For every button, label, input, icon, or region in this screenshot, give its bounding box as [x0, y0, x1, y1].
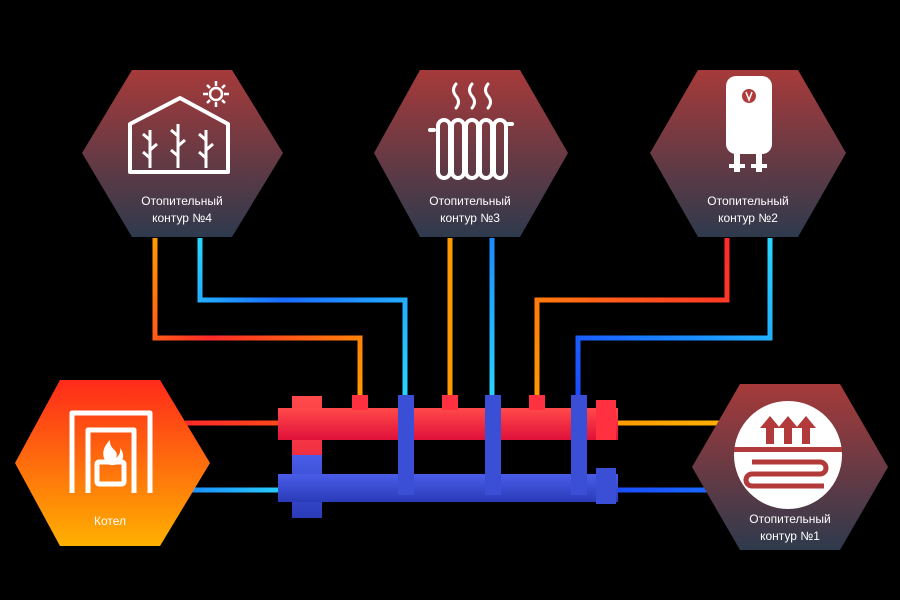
radiator-heat-icon	[428, 82, 514, 180]
pipe-return-circuit-4	[197, 238, 408, 398]
circuit-1-node: Отопительный контур №1	[692, 384, 888, 550]
underfloor-heating-icon	[734, 401, 842, 509]
circuit-3-title: Отопительный	[429, 194, 510, 208]
circuit-4-title: Отопительный	[141, 194, 222, 208]
circuit-3-node: Отопительный контур №3	[374, 70, 568, 237]
circuit-4-number: контур №4	[152, 211, 212, 225]
pipe-return-circuit-2	[575, 238, 773, 398]
greenhouse-sun-icon	[128, 81, 230, 174]
pipe-supply-circuit-2	[534, 238, 730, 398]
circuit-1-title: Отопительный	[749, 512, 830, 526]
boiler-node: Котел	[15, 380, 210, 546]
circuit-3-number: контур №3	[440, 211, 500, 225]
circuit-2-title: Отопительный	[707, 194, 788, 208]
water-heater-icon	[726, 76, 772, 172]
circuit-4-node: Отопительный контур №4	[82, 70, 283, 237]
manifold-supply-bar	[278, 408, 618, 440]
circuit-2-number: контур №2	[718, 211, 778, 225]
manifold-return-bar	[278, 474, 618, 502]
circuit-1-number: контур №1	[760, 529, 820, 543]
circuit-3-hexagon	[374, 70, 568, 237]
boiler-fire-icon	[69, 410, 153, 493]
circuit-4-hexagon	[82, 70, 283, 237]
circuit-2-node: Отопительный контур №2	[650, 70, 846, 237]
pipes	[152, 238, 773, 493]
hydraulic-manifold	[278, 395, 618, 518]
boiler-label: Котел	[94, 514, 126, 528]
pipe-supply-circuit-4	[152, 238, 363, 398]
